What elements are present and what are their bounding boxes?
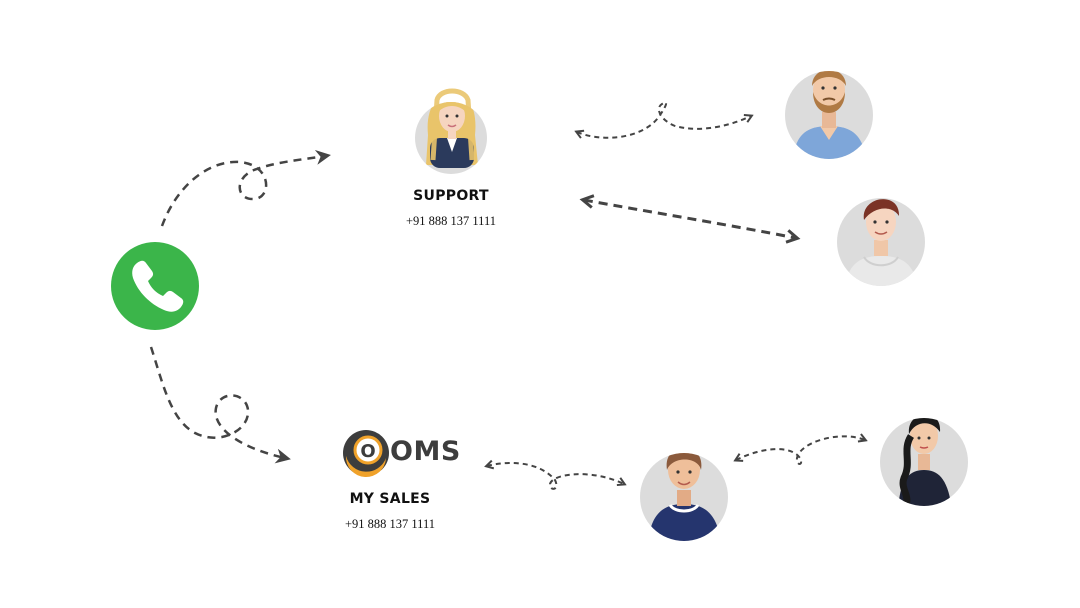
flow-arrow-support-to-customer2 [579,194,801,244]
flow-arrow-phone-to-support [160,150,331,227]
oms-logo-text: OMS [390,436,461,467]
support-label: SUPPORT [413,188,489,204]
support-phone-number[interactable]: +91 888 137 1111 [405,214,497,228]
customer-avatar-young-man [837,198,925,286]
customer-avatar-woman [880,418,968,506]
svg-text:O: O [360,441,375,462]
flow-arrow-sales-to-customer3 [484,459,627,490]
oms-logo-icon: O [343,430,389,478]
flow-arrow-customer3-to-customer4 [733,433,868,465]
customer-avatar-boy [640,453,728,541]
sales-label: MY SALES [349,491,431,507]
support-agent-avatar [415,88,487,174]
phone-call-icon[interactable] [111,242,199,330]
sales-phone-number[interactable]: +91 888 137 1111 [344,517,436,531]
flow-arrow-support-to-customer1 [574,101,754,139]
customer-avatar-bearded-man [785,71,873,159]
flow-arrow-phone-to-sales [149,346,291,464]
